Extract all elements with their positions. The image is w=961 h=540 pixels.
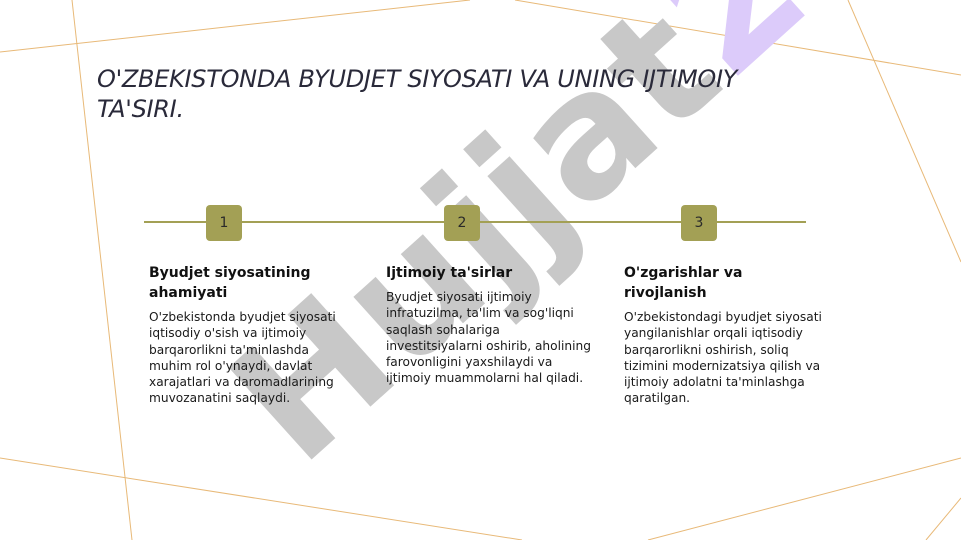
step-2-heading: Ijtimoiy ta'sirlar: [386, 265, 513, 281]
step-3-text: O'zbekistondagi byudjet siyosati yangila…: [624, 310, 822, 406]
step-3-heading: O'zgarishlar va rivojlanish: [624, 265, 743, 301]
deco-line: [647, 457, 961, 540]
deco-line: [71, 0, 133, 540]
step-3-column: O'zgarishlar va rivojlanish O'zbekistond…: [624, 263, 829, 407]
deco-line: [925, 497, 961, 540]
step-2-column: Ijtimoiy ta'sirlar Byudjet siyosati ijti…: [386, 263, 591, 387]
deco-line: [0, 0, 471, 53]
step-2-badge: 2: [444, 205, 480, 241]
step-1-column: Byudjet siyosatining ahamiyati O'zbekist…: [149, 263, 354, 407]
step-1-text: O'zbekistonda byudjet siyosati iqtisodiy…: [149, 310, 336, 406]
step-1-badge: 1: [206, 205, 242, 241]
deco-line: [0, 457, 523, 540]
deco-line: [514, 0, 961, 76]
step-2-text: Byudjet siyosati ijtimoiy infratuzilma, …: [386, 290, 591, 386]
deco-line: [847, 0, 961, 263]
slide-title: O'ZBEKISTONDA BYUDJET SIYOSATI VA UNING …: [97, 65, 738, 123]
step-1-heading: Byudjet siyosatining ahamiyati: [149, 265, 311, 301]
step-3-badge: 3: [681, 205, 717, 241]
